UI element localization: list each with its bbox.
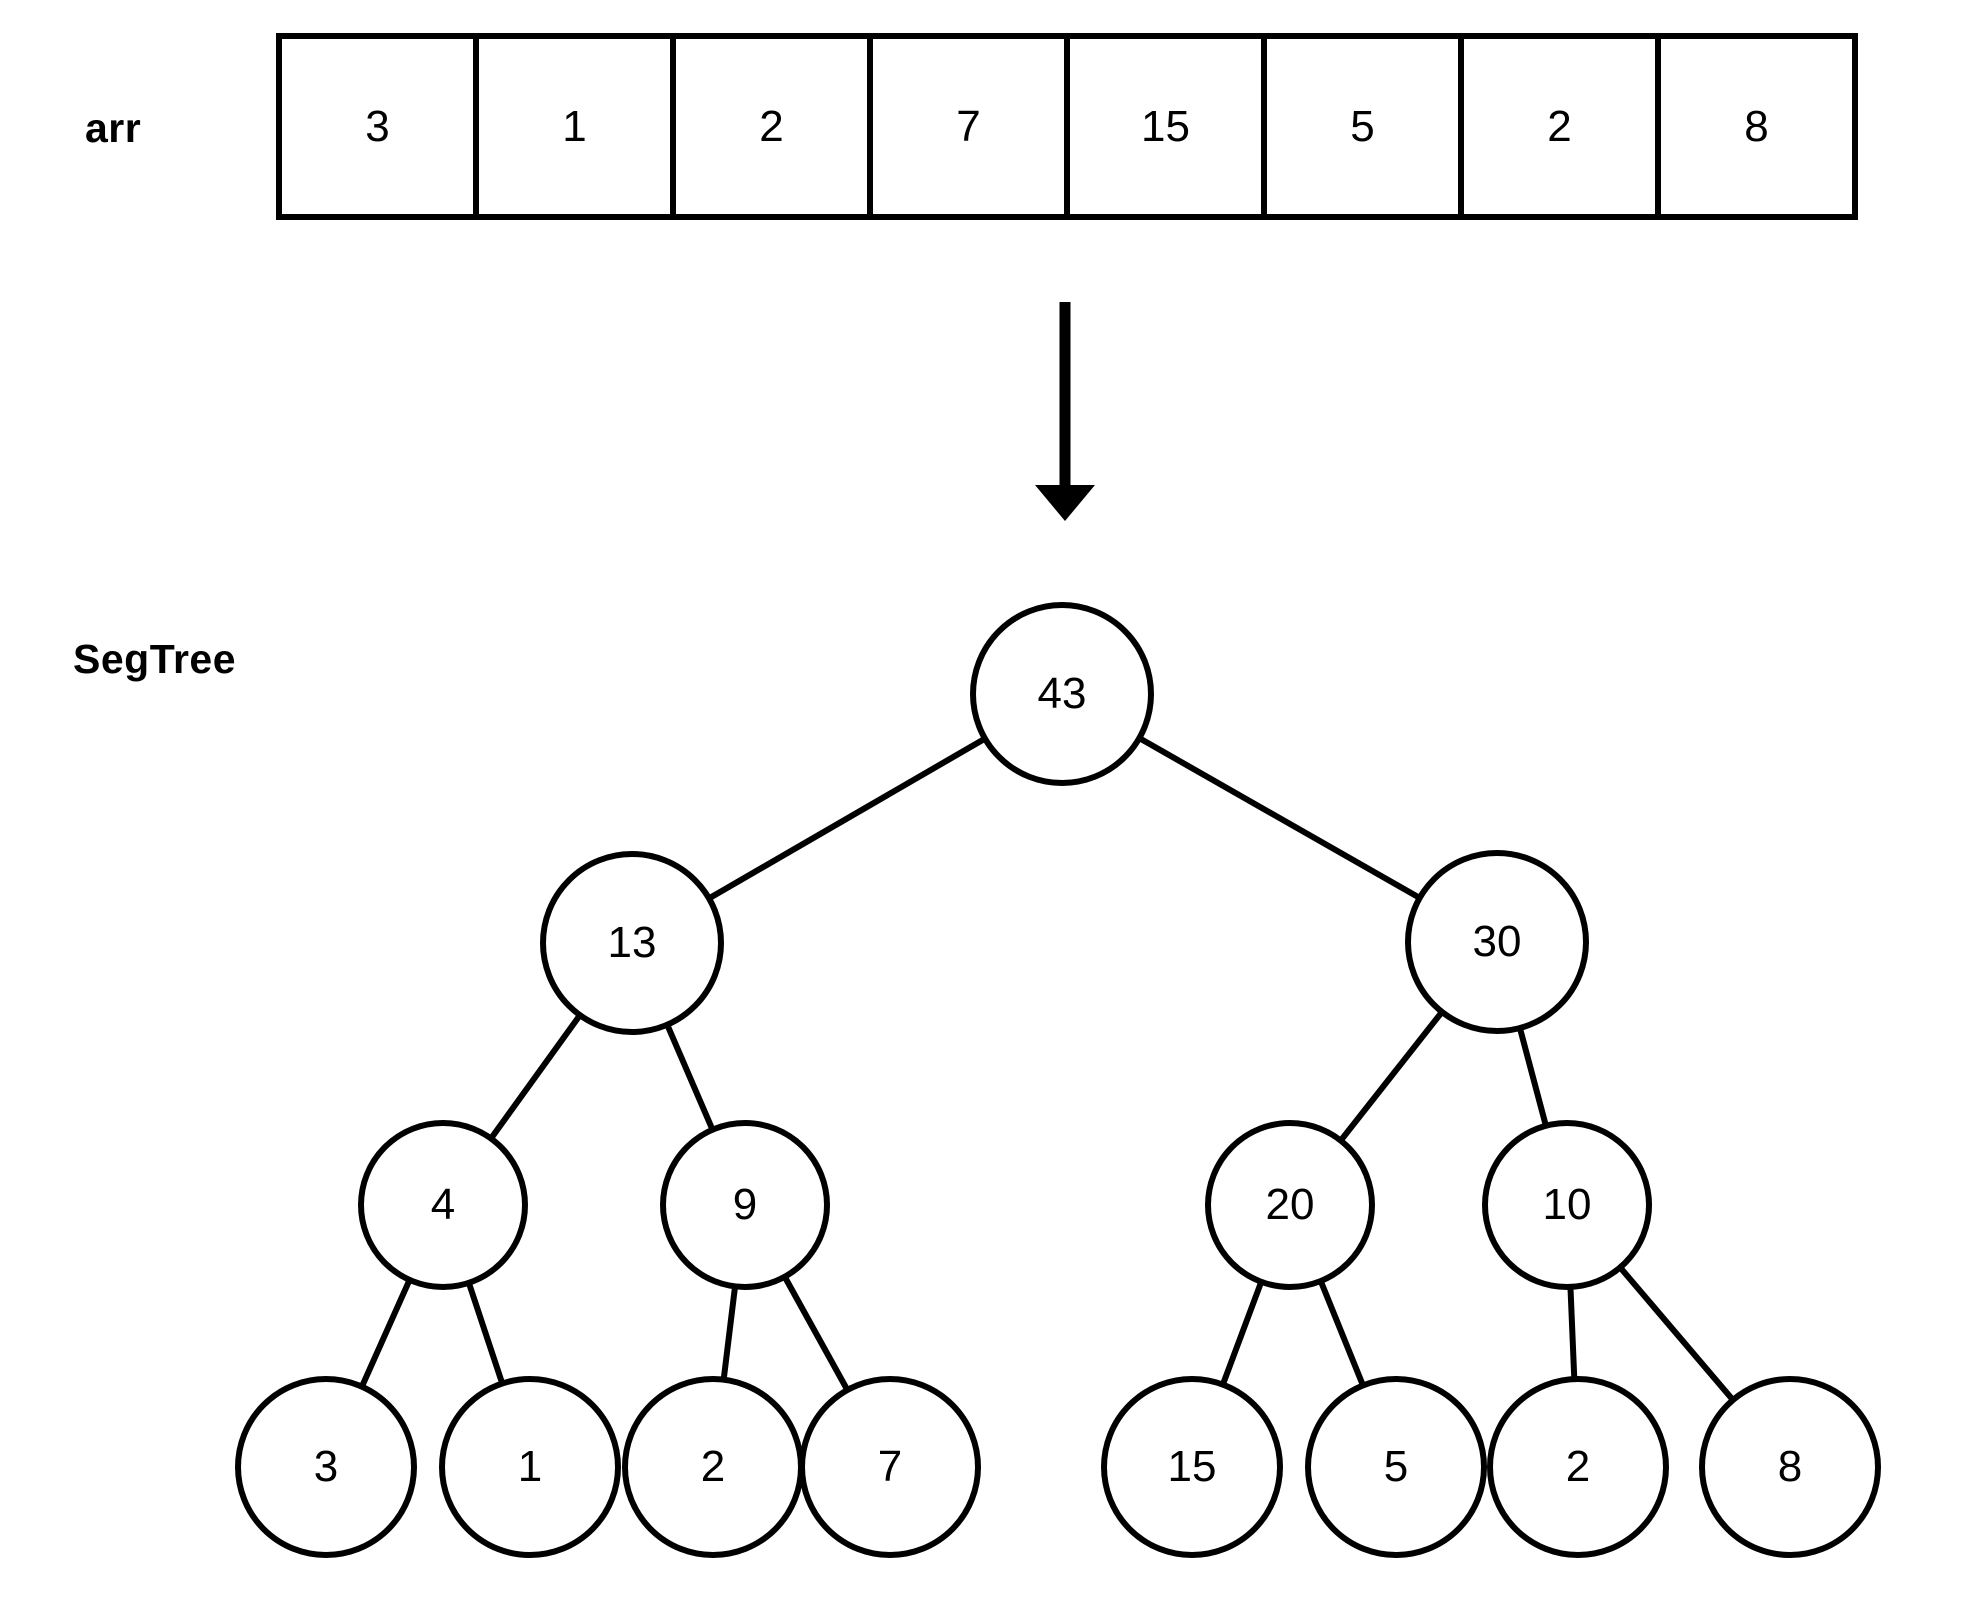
tree-edge (1338, 1009, 1445, 1143)
segtree-label: SegTree (73, 636, 237, 682)
array-cell: 2 (676, 39, 873, 214)
array-cell: 8 (1661, 39, 1852, 214)
tree-leaf-node: 7 (799, 1376, 981, 1558)
tree-edge (1318, 1278, 1366, 1388)
tree-node: 30 (1405, 850, 1589, 1034)
array-cell: 1 (479, 39, 676, 214)
tree-leaf-node: 15 (1101, 1376, 1283, 1558)
tree-node: 20 (1205, 1120, 1375, 1290)
tree-edge (720, 1284, 738, 1382)
arrow-head (1035, 485, 1095, 521)
build-arrow (1035, 302, 1095, 521)
tree-edge (1567, 1284, 1578, 1382)
tree-leaf-node: 5 (1305, 1376, 1487, 1558)
array-cell: 5 (1267, 39, 1464, 214)
tree-edge (1220, 1279, 1264, 1387)
tree-edge (1137, 735, 1422, 901)
tree-edge (488, 1012, 583, 1141)
tree-edge (782, 1274, 850, 1393)
tree-leaf-node: 2 (1487, 1376, 1669, 1558)
tree-edge (664, 1022, 716, 1132)
array-cell: 2 (1464, 39, 1661, 214)
tree-node: 10 (1482, 1120, 1652, 1290)
tree-node: 4 (358, 1120, 528, 1290)
array-cell: 15 (1070, 39, 1267, 214)
tree-edge (1617, 1265, 1736, 1403)
tree-node: 43 (970, 602, 1154, 786)
tree-leaf-node: 8 (1699, 1376, 1881, 1558)
array-label: arr (85, 105, 142, 151)
tree-leaf-node: 3 (235, 1376, 417, 1558)
tree-edge (359, 1277, 413, 1389)
tree-edge (1517, 1025, 1549, 1128)
array-cell: 3 (282, 39, 479, 214)
tree-edge (706, 736, 988, 901)
tree-leaf-node: 2 (622, 1376, 804, 1558)
tree-leaf-node: 1 (439, 1376, 621, 1558)
tree-node: 9 (660, 1120, 830, 1290)
tree-edge (466, 1280, 505, 1386)
array-cell: 7 (873, 39, 1070, 214)
tree-node: 13 (540, 851, 724, 1035)
